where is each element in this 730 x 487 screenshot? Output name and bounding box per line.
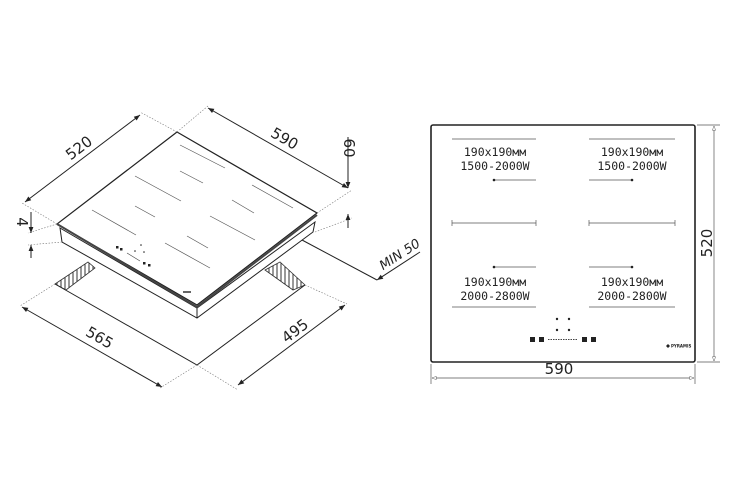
cutout-hatch-left: [54, 261, 96, 291]
dim-cutout-depth-label: 495: [278, 315, 312, 347]
iso-zone-markings: [91, 144, 294, 269]
brand-logo: PYRAMIS: [666, 344, 691, 349]
zone-2-power: 1500-2000W: [597, 159, 666, 173]
zone-1-power: 1500-2000W: [460, 159, 529, 173]
dim-line-depth: [24, 114, 141, 203]
top-view: 190x190мм 1500-2000W 190x190мм 1500-2000…: [430, 124, 720, 384]
zone-4-power: 2000-2800W: [597, 289, 666, 303]
zone-markings: [451, 138, 676, 308]
cutout-hatch-right: [264, 261, 306, 291]
hob-outline: [430, 124, 696, 363]
dim-cutout-width-label: 565: [83, 323, 117, 353]
zone-3-size: 190x190мм: [464, 275, 526, 289]
brand-logo-text: PYRAMIS: [671, 344, 691, 349]
dim-glass-label: 4: [13, 217, 31, 227]
top-depth-label: 520: [698, 229, 716, 258]
control-panel: [530, 317, 596, 342]
dim-height-label: 60: [340, 138, 358, 157]
zone-4-size: 190x190мм: [601, 275, 663, 289]
dim-depth-label: 520: [62, 132, 96, 164]
dim-width-label: 590: [268, 124, 302, 154]
dim-clearance-label: MIN 50: [377, 236, 423, 273]
iso-controls: [116, 244, 191, 293]
dim-line-cutout-depth: [237, 304, 346, 386]
top-width-label: 590: [545, 360, 574, 378]
zone-2-size: 190x190мм: [601, 145, 663, 159]
clearance-line: [301, 239, 378, 281]
isometric-view: 520 590 60 4 MIN 50 565 495: [13, 105, 423, 391]
extension-lines: [19, 105, 353, 391]
zone-3-power: 2000-2800W: [460, 289, 529, 303]
dim-line-cutout-width: [21, 306, 163, 388]
dim-line-width: [207, 107, 349, 189]
zone-dots: [492, 178, 634, 269]
zone-1-size: 190x190мм: [464, 145, 526, 159]
